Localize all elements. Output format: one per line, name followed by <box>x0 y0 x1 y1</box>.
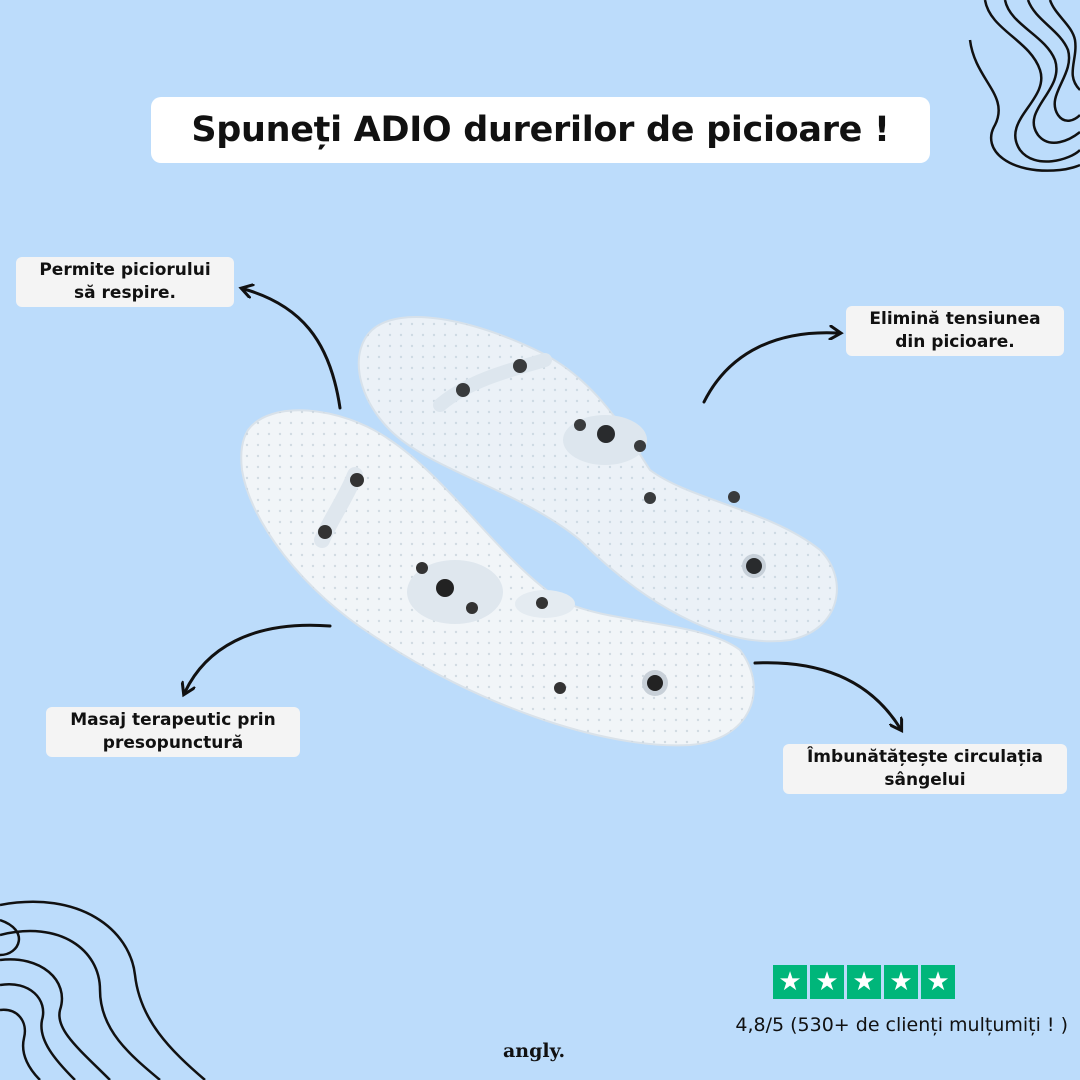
star-icon: ★ <box>847 965 881 999</box>
rating-text: 4,8/5 (530+ de clienți mulțumiți ! ) <box>735 1014 1068 1036</box>
decorative-wave-lines-top <box>968 0 1080 172</box>
callout-line: să respire. <box>74 283 176 303</box>
callout-line: sângelui <box>884 770 966 790</box>
insole-image-left <box>240 409 755 747</box>
arrow-icon-bottom-right <box>753 661 900 728</box>
callout-circulation: Îmbunătățește circulația sângelui <box>783 744 1067 794</box>
decorative-wave-lines-bottom <box>0 900 206 1080</box>
callout-massage: Masaj terapeutic prin presopunctură <box>46 707 300 757</box>
callout-line: din picioare. <box>895 332 1015 352</box>
callout-tension: Elimină tensiunea din picioare. <box>846 306 1064 356</box>
arrow-icon-top-left <box>244 289 342 410</box>
arrow-icon-top-right <box>702 333 838 404</box>
insole-image-right <box>357 315 838 643</box>
callout-breathable: Permite piciorului să respire. <box>16 257 234 307</box>
callout-line: presopunctură <box>102 733 244 753</box>
star-icon: ★ <box>810 965 844 999</box>
arrow-icon-bottom-left <box>185 623 332 692</box>
star-icon: ★ <box>773 965 807 999</box>
star-icon: ★ <box>921 965 955 999</box>
brand-logo: angly. <box>503 1040 566 1062</box>
callout-line: Permite piciorului <box>39 260 211 280</box>
headline: Spuneți ADIO durerilor de picioare ! <box>151 97 930 163</box>
callout-line: Îmbunătățește circulația <box>806 747 1044 767</box>
star-icon: ★ <box>884 965 918 999</box>
rating-stars: ★★★★★ <box>773 965 955 999</box>
callout-line: Elimină tensiunea <box>869 309 1041 329</box>
callout-line: Masaj terapeutic prin <box>70 710 276 730</box>
